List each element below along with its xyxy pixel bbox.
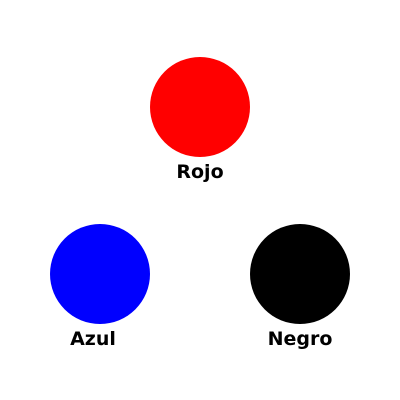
blue-circle bbox=[50, 224, 150, 324]
black-label: Negro bbox=[267, 328, 333, 350]
red-label: Rojo bbox=[176, 161, 224, 183]
blue-label: Azul bbox=[70, 328, 116, 350]
red-circle bbox=[150, 57, 250, 157]
black-circle bbox=[250, 224, 350, 324]
